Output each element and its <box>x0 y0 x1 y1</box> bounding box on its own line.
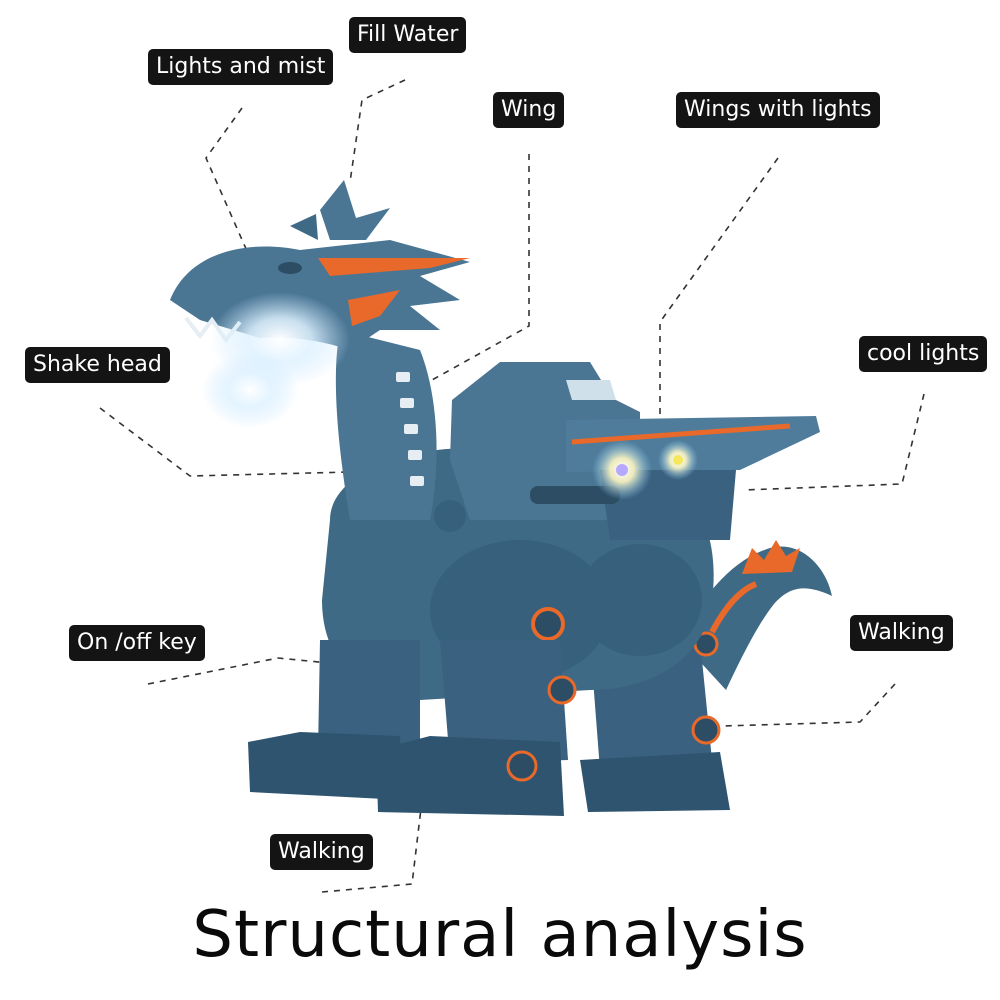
dragon-back-legs <box>580 631 730 812</box>
label-cool-lights: cool lights <box>859 336 988 372</box>
leader-walking-bottom <box>321 799 423 893</box>
leader-lines <box>99 79 925 893</box>
leader-lights-and-mist <box>205 107 259 277</box>
leader-on-off-key <box>147 657 381 685</box>
label-lights-and-mist: Lights and mist <box>148 49 334 85</box>
leader-shake-head <box>99 407 351 477</box>
leader-walking-right <box>721 683 896 727</box>
leader-wing <box>431 154 530 381</box>
leader-fill-water <box>349 79 406 183</box>
label-walking-right: Walking <box>850 615 953 651</box>
page-title: Structural analysis <box>192 898 808 972</box>
label-walking-bottom: Walking <box>270 834 373 870</box>
leader-wings-with-lights <box>659 157 779 428</box>
dragon-neck <box>335 330 466 532</box>
label-fill-water: Fill Water <box>349 17 467 53</box>
dragon-wing-unit <box>450 362 820 540</box>
label-wing: Wing <box>493 92 565 128</box>
label-wings-with-lights: Wings with lights <box>676 92 880 128</box>
label-shake-head: Shake head <box>25 347 170 383</box>
label-on-off-key: On /off key <box>69 625 205 661</box>
dragon-front-legs <box>248 640 577 816</box>
dragon-tail <box>680 540 832 690</box>
mist-effect <box>202 292 350 428</box>
